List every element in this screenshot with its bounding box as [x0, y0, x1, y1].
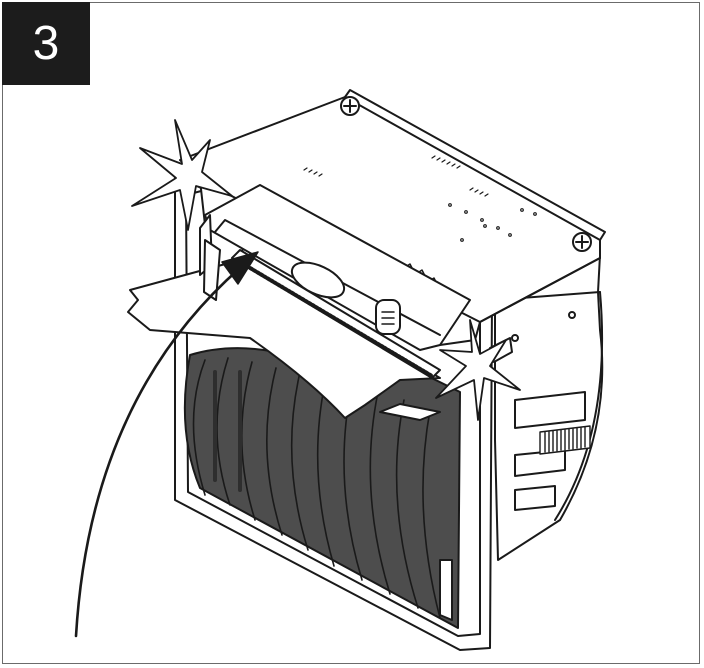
left-guide: [199, 214, 441, 421]
flash-burst-icon: [435, 319, 521, 421]
screw-icon: [340, 96, 360, 116]
step-number-badge: 3: [2, 2, 90, 85]
screw-icon: [572, 232, 592, 252]
step-number: 3: [32, 16, 60, 70]
gear-teeth-icon: [539, 425, 591, 455]
cutter-blade: [204, 184, 471, 379]
lock-lever-icon: [375, 299, 401, 335]
insert-arrow-icon: [74, 251, 259, 638]
flash-burst-icon: [131, 119, 233, 231]
printer-side-body: [494, 254, 604, 561]
